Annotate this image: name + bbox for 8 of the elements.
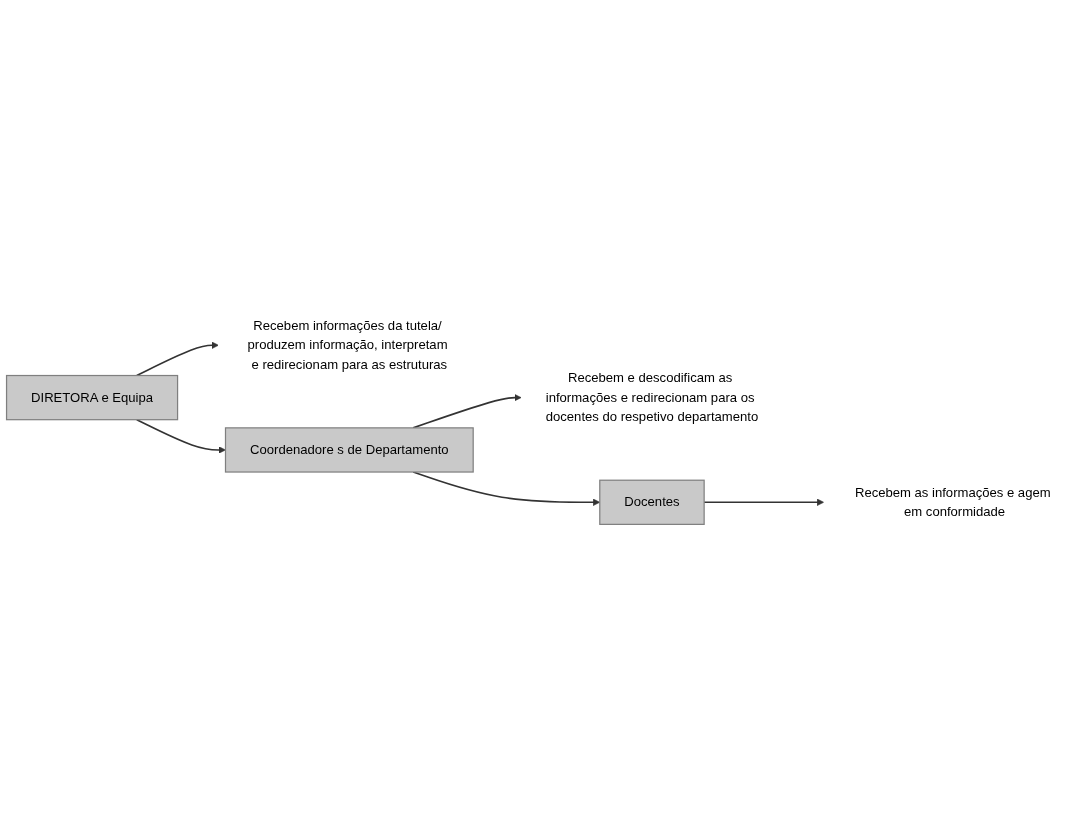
node-text: Recebem informações da tutela/ produzem informação, interpretam e redirecionam para as estruturas [247,318,448,372]
arrow [135,419,226,454]
node-box: Docentes [599,479,705,526]
node-text: Recebem e descodificam as informações e redirecionam para os docentes do respetivo departamento [545,370,759,424]
node-box: Coordenadore s de Departamento [224,427,474,473]
node-box: DIRETORA e Equipa [5,375,179,421]
node-text: Recebem as informações e agem em conformidade [854,485,1051,519]
arrow [135,341,219,377]
